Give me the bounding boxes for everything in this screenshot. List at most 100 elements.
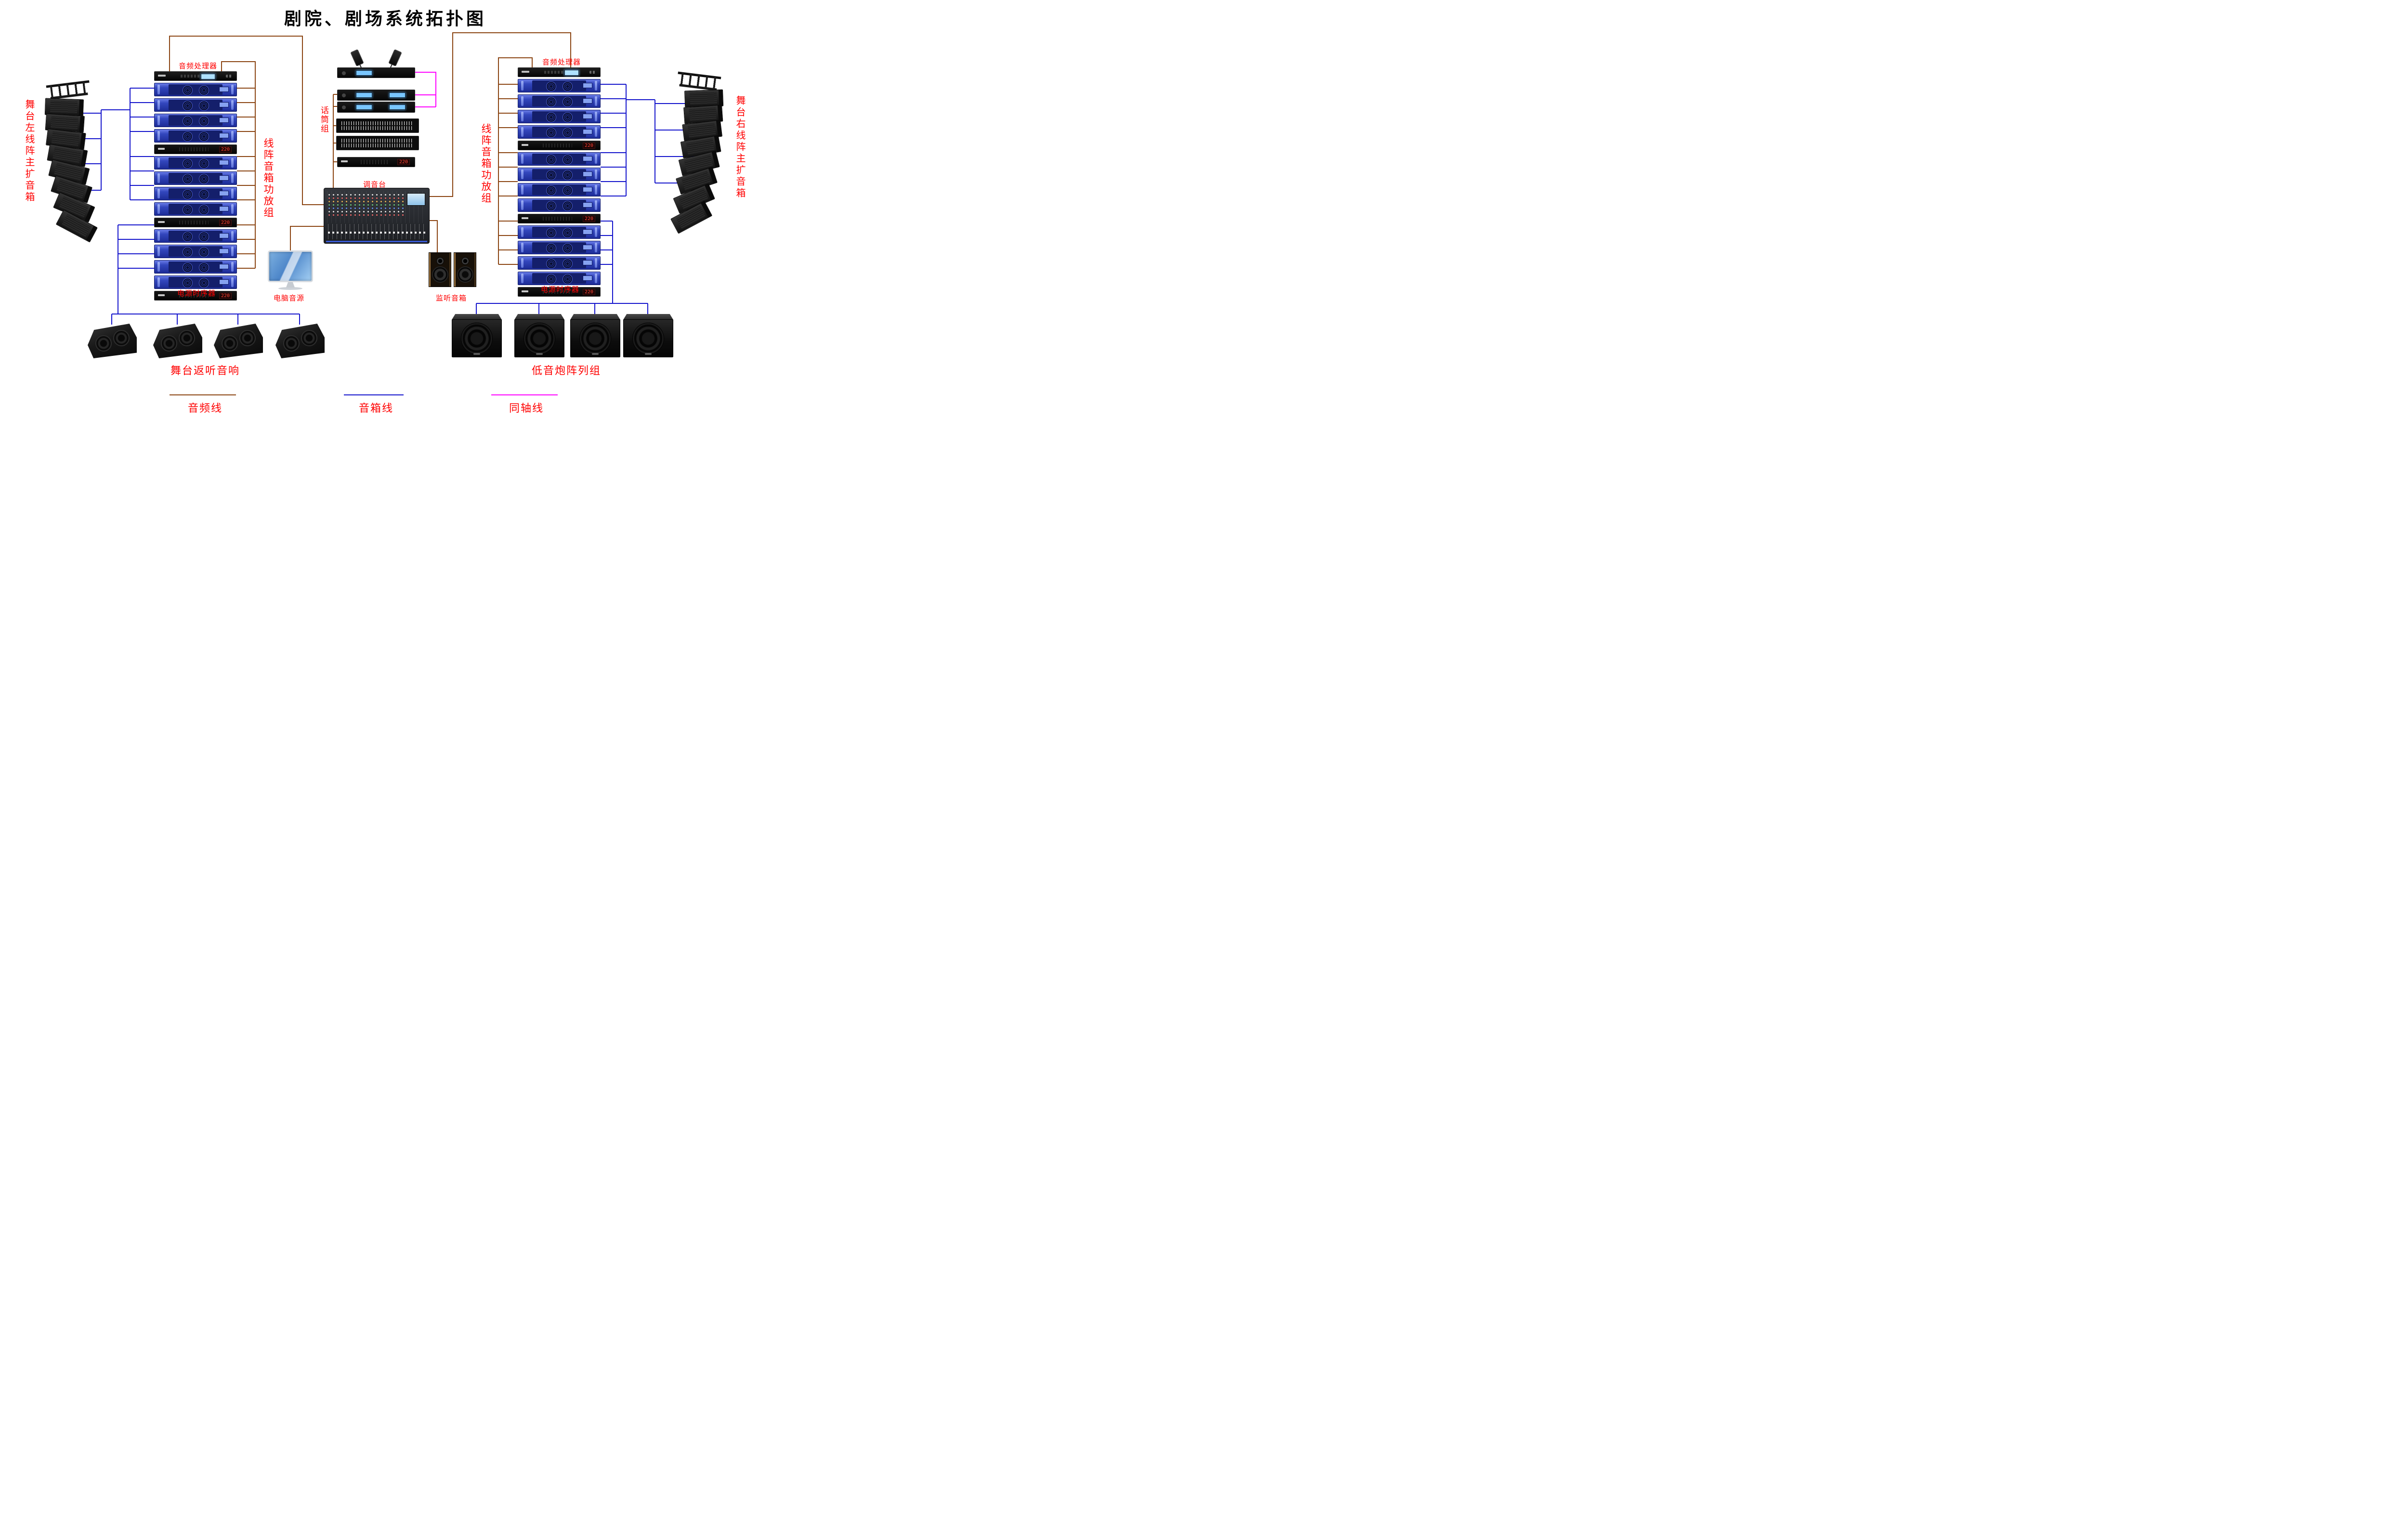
amp-handle <box>595 227 597 237</box>
eq-sliders <box>341 138 414 143</box>
amp-badge <box>219 133 229 138</box>
vents <box>179 294 209 298</box>
brand-logo <box>522 217 528 219</box>
array-speaker-column <box>44 98 98 243</box>
amp-handle <box>231 116 234 125</box>
audio-cable-center-rack-chain <box>333 94 337 188</box>
rigging-frame <box>676 71 721 92</box>
amp-center-panel <box>168 246 223 257</box>
right-amp-group-label: 线阵音箱功放组 <box>480 123 492 204</box>
processor-buttons <box>181 75 203 78</box>
sub-top-face <box>623 314 673 320</box>
knob-row <box>328 208 405 209</box>
fan-grille <box>562 200 573 211</box>
power-amplifier <box>518 198 601 212</box>
fan-grille <box>546 127 556 138</box>
lcd-display <box>389 92 406 98</box>
computer-base <box>278 287 302 290</box>
legend-speaker-label: 音箱线 <box>359 402 394 414</box>
amp-badge <box>583 98 592 104</box>
amp-handle <box>231 262 234 272</box>
right-processor-label: 音频处理器 <box>542 59 581 66</box>
stage-wedge-monitor <box>88 324 137 358</box>
amp-center-panel <box>532 127 587 137</box>
eq-sliders <box>341 144 414 148</box>
vents <box>543 144 573 147</box>
brand-logo <box>645 353 652 355</box>
subwoofer <box>623 314 673 357</box>
amp-center-panel <box>168 231 223 241</box>
knob-row <box>328 211 405 212</box>
amp-center-panel <box>168 277 223 288</box>
speaker-cable-right-array <box>601 84 696 196</box>
power-amplifier <box>154 202 237 216</box>
audio-cable-right-processor-to-mixer <box>429 32 571 197</box>
audio-cable-left-processor-to-mixer <box>169 36 324 205</box>
amp-center-panel <box>532 111 587 122</box>
speaker-cone <box>161 335 177 352</box>
amp-center-panel <box>532 200 587 210</box>
amp-handle <box>157 231 160 241</box>
fan-grille <box>198 189 209 199</box>
amp-center-panel <box>532 242 587 253</box>
knob-row <box>328 194 405 196</box>
amp-center-panel <box>168 204 223 214</box>
power-amplifier <box>518 241 601 254</box>
amp-handle <box>521 127 523 137</box>
fan-grille <box>182 100 193 111</box>
subwoofer <box>570 314 620 357</box>
vents <box>361 160 389 164</box>
power-amplifier <box>154 156 237 170</box>
amp-handle <box>521 243 523 252</box>
left-amp-stack: 220 <box>154 71 237 301</box>
amp-badge <box>219 248 229 254</box>
fan-grille <box>562 274 573 284</box>
fan-grille <box>562 96 573 107</box>
fan-grille <box>198 204 209 215</box>
amp-badge <box>583 83 592 88</box>
amp-badge <box>219 118 229 123</box>
brand-logo <box>158 75 166 77</box>
amplifier-group-1 <box>518 79 601 139</box>
amp-handle <box>521 185 523 195</box>
monitor-speaker <box>454 252 476 287</box>
amp-handle <box>157 158 160 168</box>
vents <box>543 290 573 294</box>
amp-handle <box>157 262 160 272</box>
amp-center-panel <box>532 273 587 284</box>
amp-handle <box>231 247 234 256</box>
knob-row <box>328 201 405 202</box>
amp-center-panel <box>168 100 223 110</box>
amp-handle <box>595 81 597 91</box>
amp-handle <box>521 258 523 268</box>
power-amplifier <box>518 110 601 123</box>
sub-grille <box>524 323 555 354</box>
voltage-display: 220 <box>582 142 595 149</box>
amp-badge <box>583 129 592 134</box>
power-amplifier <box>154 171 237 185</box>
fan-grille <box>198 85 209 95</box>
speaker-cone <box>301 330 317 346</box>
amp-handle <box>521 81 523 91</box>
power-amplifier <box>154 245 237 258</box>
amp-badge <box>219 233 229 238</box>
sub-grille <box>633 323 664 354</box>
amp-handle <box>521 227 523 237</box>
left-processor-label: 音频处理器 <box>179 63 218 70</box>
amp-badge <box>219 160 229 165</box>
amp-handle <box>231 204 234 214</box>
voltage-display: 220 <box>219 146 232 153</box>
wedge-body <box>153 324 202 358</box>
fan-grille <box>546 200 556 211</box>
left-sequencer-label: 电源时序器 <box>177 290 216 298</box>
fan-grille <box>198 131 209 142</box>
woofer <box>457 266 473 283</box>
amp-center-panel <box>168 131 223 141</box>
left-line-array <box>41 80 98 243</box>
amp-handle <box>157 173 160 183</box>
audio-cable-mixer-to-monitors <box>429 220 438 253</box>
amp-handle <box>521 96 523 106</box>
power-sequencer: 220 <box>518 141 601 150</box>
amp-handle <box>157 85 160 94</box>
brand-logo <box>158 221 165 223</box>
